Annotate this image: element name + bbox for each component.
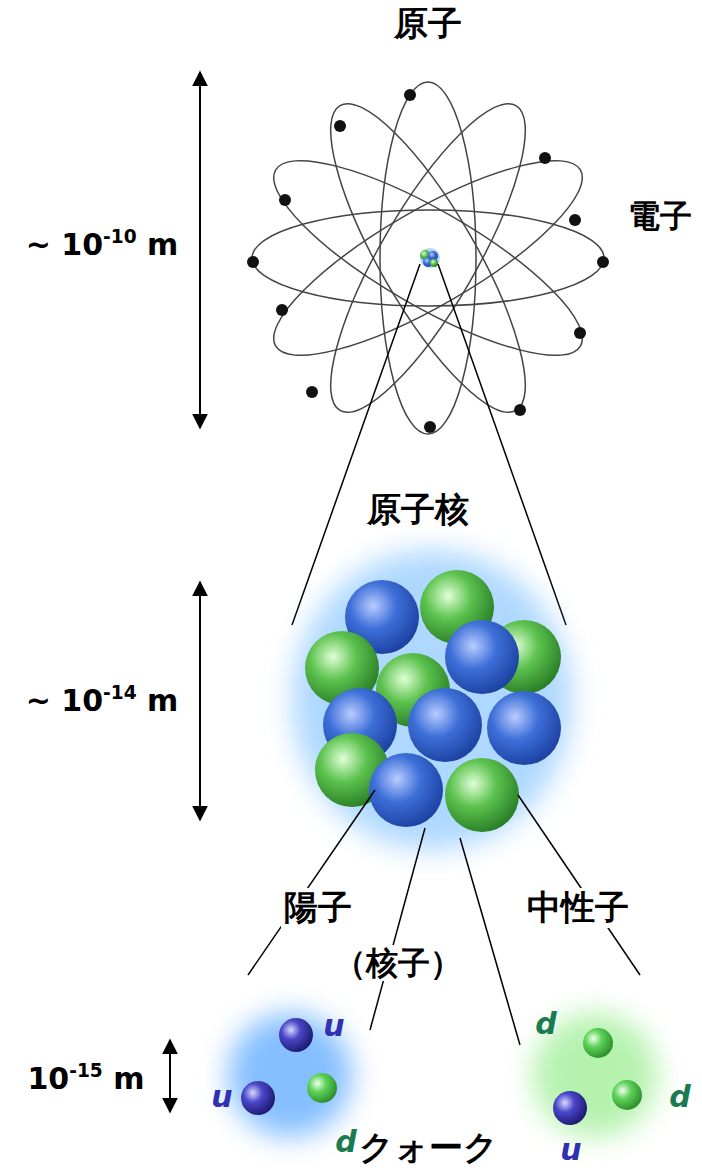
quark-label: d bbox=[669, 1080, 690, 1115]
electron-orbits bbox=[252, 82, 605, 435]
part-label: 原子核 bbox=[364, 490, 472, 529]
zoom-line bbox=[460, 838, 520, 1045]
part-label: （核子） bbox=[331, 945, 465, 982]
dimension-label: ~ 10-14 m bbox=[26, 682, 179, 718]
dimension-arrow bbox=[199, 72, 201, 428]
zoom-line bbox=[518, 795, 640, 975]
electrons bbox=[247, 89, 609, 433]
caption-label: クォーク bbox=[359, 1128, 498, 1167]
dimension-label: ~ 10-10 m bbox=[26, 226, 179, 262]
nucleus bbox=[292, 550, 572, 850]
quark-label: u bbox=[211, 1080, 232, 1115]
small-nucleus bbox=[420, 248, 440, 268]
zoom-line bbox=[370, 828, 425, 1030]
quark-label: d bbox=[335, 1125, 356, 1160]
title-label: 原子 bbox=[394, 4, 462, 43]
part-label: 中性子 bbox=[524, 888, 632, 927]
part-label: 電子 bbox=[628, 198, 692, 235]
dimension-arrow bbox=[199, 582, 201, 820]
part-label: 陽子 bbox=[281, 888, 355, 927]
quark-label: u bbox=[560, 1133, 581, 1168]
dimension-label: 10-15 m bbox=[27, 1060, 144, 1096]
dimension-arrow bbox=[169, 1040, 171, 1112]
quark-label: d bbox=[535, 1007, 556, 1042]
quark-label: u bbox=[323, 1009, 344, 1044]
